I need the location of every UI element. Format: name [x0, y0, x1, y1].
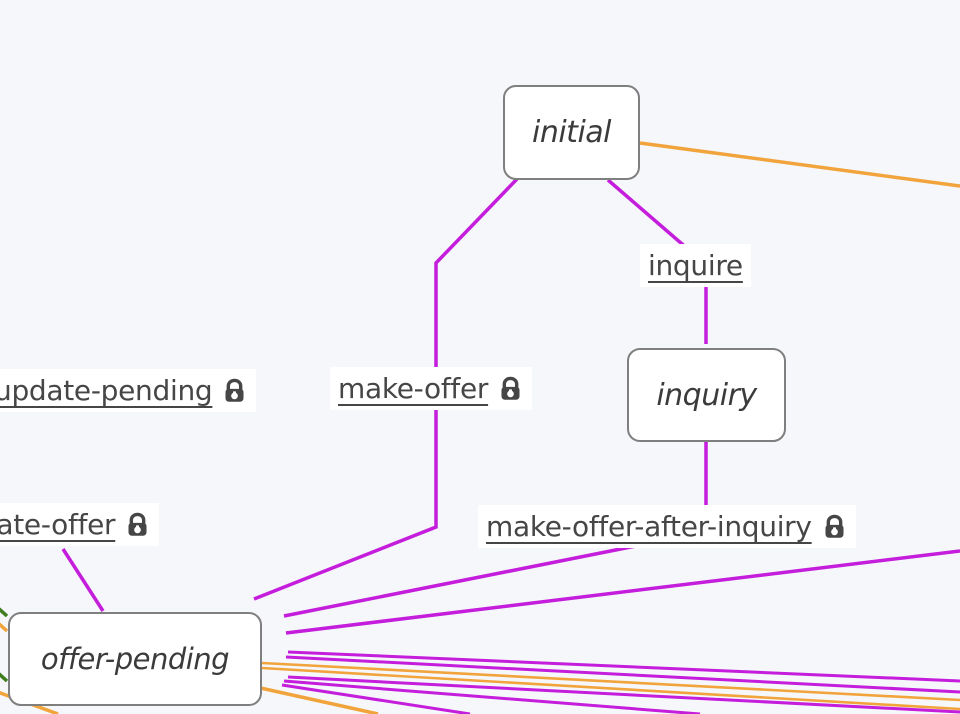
edge-fan-orange-2	[261, 666, 960, 711]
edge-fan-orange-1	[261, 661, 960, 702]
edge-update-offer	[61, 548, 105, 612]
transition-label-text: update-pending	[0, 374, 213, 407]
edge-fan-2	[285, 655, 960, 694]
edge-left-green-2	[0, 672, 9, 683]
transition-label-text: make-offer-after-inquiry	[486, 510, 812, 543]
transition-label-text: make-offer	[338, 372, 489, 405]
state-node-label: initial	[532, 115, 612, 150]
lock-icon	[225, 378, 244, 402]
edge-fan-4	[283, 679, 701, 714]
state-node-inquiry[interactable]: inquiry	[627, 348, 786, 442]
edge-fan-5	[281, 683, 471, 714]
transition-label-update-offer[interactable]: update-offer	[0, 503, 160, 546]
edge-left-orange-1	[0, 622, 9, 633]
lock-icon	[825, 514, 844, 538]
transition-label-text: update-offer	[0, 508, 116, 541]
transition-label-update-pending[interactable]: update-pending	[0, 369, 257, 412]
lock-icon	[501, 376, 520, 400]
state-node-initial[interactable]: initial	[503, 85, 640, 180]
transition-label-text: inquire	[648, 249, 743, 282]
transition-label-make-offer-after-inquiry[interactable]: make-offer-after-inquiry	[478, 505, 856, 548]
edge-left-green-1	[0, 607, 9, 618]
edge-fan-1	[287, 650, 960, 683]
transition-label-inquire[interactable]: inquire	[640, 244, 751, 287]
edge-fan-3	[287, 675, 960, 714]
edge-corner-orange	[255, 685, 379, 714]
edge-initial-right-orange	[639, 141, 960, 188]
edge-inquire-upper	[606, 178, 691, 252]
state-node-offer-pending[interactable]: offer-pending	[8, 612, 262, 706]
state-node-label: offer-pending	[40, 642, 230, 676]
transition-label-make-offer[interactable]: make-offer	[330, 367, 533, 410]
lock-icon	[128, 512, 147, 536]
state-node-label: inquiry	[656, 377, 757, 413]
edge-from-right-long	[285, 549, 960, 635]
